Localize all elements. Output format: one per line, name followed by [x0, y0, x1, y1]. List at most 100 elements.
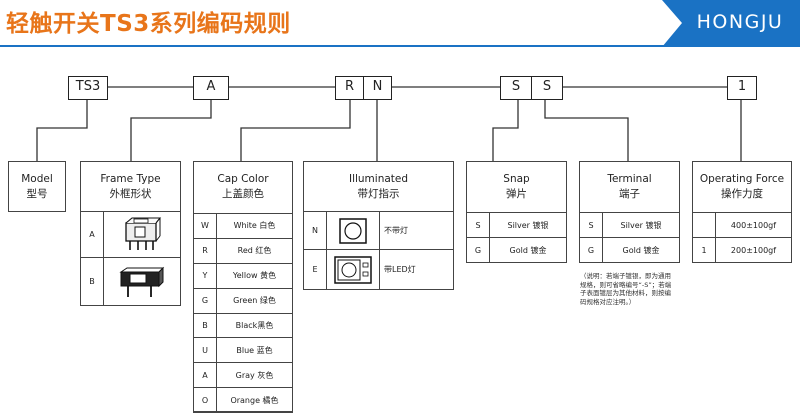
terminal-note: （说明：若端子镀银，即为通用 规格，则可省略编号“-S”；若端 子表面镀层为其他… — [580, 272, 684, 306]
cap-color-code: A — [193, 362, 217, 389]
table-row: A — [80, 211, 181, 258]
brand-logo-text: HONGJU — [696, 11, 784, 33]
code-box-force: 1 — [727, 76, 757, 100]
terminal-label: Gold 镀金 — [602, 237, 680, 263]
table-row: S Silver 镀银 — [579, 212, 680, 238]
snap-label-zh: 弹片 — [506, 188, 527, 200]
table-row: N 不带灯 — [303, 211, 454, 250]
snap-table: S Silver 镀银 G Gold 镀金 — [466, 212, 567, 263]
table-row: 1 200±100gf — [692, 237, 792, 263]
operating-force-box: Operating Force 操作力度 400±100gf 1 200±100… — [692, 161, 792, 263]
cap-color-label: Black黑色 — [216, 312, 293, 339]
cap-color-label: Green 绿色 — [216, 287, 293, 314]
frame-type-box: Frame Type 外框形状 A B — [80, 161, 181, 306]
terminal-code: S — [579, 212, 603, 238]
cap-color-label: Blue 蓝色 — [216, 337, 293, 364]
cap-color-code: Y — [193, 262, 217, 289]
code-box-cap-color: R — [335, 76, 364, 100]
cap-color-label: Orange 橘色 — [216, 387, 293, 413]
table-row: G Gold 镀金 — [466, 237, 567, 263]
force-label-en: Operating Force — [699, 173, 785, 185]
snap-code: G — [466, 237, 490, 263]
force-code: 1 — [692, 237, 716, 263]
table-row: G Gold 镀金 — [579, 237, 680, 263]
cap-color-code: B — [193, 312, 217, 339]
cap-color-code: O — [193, 387, 217, 413]
table-row: B — [80, 257, 181, 306]
led-image — [326, 249, 380, 290]
terminal-label: Silver 镀银 — [602, 212, 680, 238]
snap-code: S — [466, 212, 490, 238]
force-label: 200±100gf — [715, 237, 792, 263]
frame-b-image — [103, 257, 181, 306]
snap-label: Gold 镀金 — [489, 237, 567, 263]
cap-color-label: Gray 灰色 — [216, 362, 293, 389]
snap-label: Silver 镀银 — [489, 212, 567, 238]
code-box-series: TS3 — [68, 76, 108, 100]
terminal-box: Terminal 端子 S Silver 镀银 G Gold 镀金 — [579, 161, 680, 263]
terminal-code: G — [579, 237, 603, 263]
illuminated-table: N 不带灯 E 带LED灯 — [303, 211, 454, 290]
frame-code-b: B — [80, 257, 104, 306]
terminal-label-en: Terminal — [607, 173, 652, 185]
table-row: 400±100gf — [692, 212, 792, 238]
illuminated-box: Illuminated 带灯指示 N 不带灯 E — [303, 161, 454, 290]
illuminated-label-en: Illuminated — [348, 173, 409, 185]
note-line: 码规格对应注明。） — [580, 297, 636, 306]
cap-color-code: W — [193, 213, 217, 239]
force-table: 400±100gf 1 200±100gf — [692, 212, 792, 263]
code-box-snap: S — [500, 76, 532, 100]
frame-table: A B — [80, 211, 181, 306]
force-label-zh: 操作力度 — [721, 188, 763, 200]
title-underline — [0, 45, 800, 47]
table-row: S Silver 镀银 — [466, 212, 567, 238]
frame-label-en: Frame Type — [100, 173, 161, 185]
frame-code-a: A — [80, 211, 104, 258]
code-box-illuminated: N — [363, 76, 392, 100]
cap-color-label: Red 红色 — [216, 237, 293, 264]
led-switch-icon — [334, 255, 372, 284]
note-line: 子表面镀层为其他材料，则按编 — [580, 289, 671, 297]
model-box: Model 型号 — [8, 161, 66, 212]
illuminated-label: 带LED灯 — [379, 249, 454, 290]
code-box-terminal: S — [531, 76, 563, 100]
brand-notch-icon — [662, 0, 682, 47]
code-box-frame: A — [193, 76, 229, 100]
illuminated-code: E — [303, 249, 327, 290]
no-led-switch-icon — [339, 217, 367, 244]
snap-box: Snap 弹片 S Silver 镀银 G Gold 镀金 — [466, 161, 567, 263]
cap-label-en: Cap Color — [217, 173, 269, 185]
frame-a-switch-icon — [125, 216, 162, 250]
brand-banner — [662, 0, 800, 47]
cap-color-code: R — [193, 237, 217, 264]
cap-color-code: U — [193, 337, 217, 364]
cap-color-code: G — [193, 287, 217, 314]
frame-b-switch-icon — [119, 266, 165, 297]
table-row: E 带LED灯 — [303, 249, 454, 290]
snap-label-en: Snap — [503, 173, 530, 185]
illuminated-label-zh: 带灯指示 — [357, 188, 400, 200]
cap-color-label: Yellow 黄色 — [216, 262, 293, 289]
frame-label-zh: 外框形状 — [109, 188, 152, 200]
note-line: （说明：若端子镀银，即为通用 — [580, 272, 671, 280]
note-line: 规格，则可省略编号“-S”；若端 — [580, 280, 672, 289]
frame-a-image — [103, 211, 181, 258]
terminal-table: S Silver 镀银 G Gold 镀金 — [579, 212, 680, 263]
terminal-label-zh: 端子 — [619, 188, 640, 200]
cap-color-label: White 白色 — [216, 213, 293, 239]
model-label-zh: 型号 — [26, 188, 48, 200]
illuminated-label: 不带灯 — [379, 211, 454, 250]
force-label: 400±100gf — [715, 212, 792, 238]
illuminated-code: N — [303, 211, 327, 250]
